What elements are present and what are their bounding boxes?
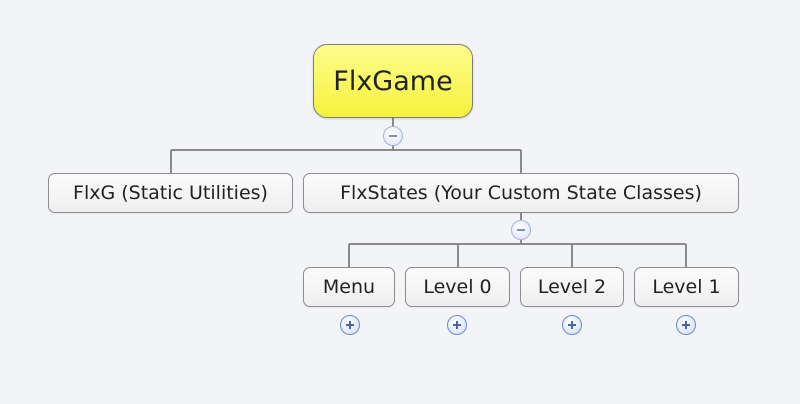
- node-menu-label: Menu: [322, 276, 376, 298]
- node-level-0[interactable]: Level 0: [405, 267, 510, 307]
- collapse-minus-icon[interactable]: [511, 220, 531, 240]
- node-level-2-label: Level 2: [537, 276, 607, 298]
- expand-plus-icon[interactable]: [340, 315, 360, 335]
- expand-plus-icon[interactable]: [676, 315, 696, 335]
- expand-plus-icon[interactable]: [447, 315, 467, 335]
- node-level-0-label: Level 0: [423, 276, 492, 298]
- node-flxg[interactable]: FlxG (Static Utilities): [48, 173, 293, 213]
- node-flxgame[interactable]: FlxGame: [313, 44, 473, 118]
- node-flxg-label: FlxG (Static Utilities): [73, 182, 268, 204]
- node-flxgame-label: FlxGame: [333, 65, 453, 97]
- node-level-1-label: Level 1: [652, 276, 721, 298]
- expand-plus-icon[interactable]: [562, 315, 582, 335]
- node-menu[interactable]: Menu: [303, 267, 395, 307]
- node-level-1[interactable]: Level 1: [634, 267, 739, 307]
- node-flxstates-label: FlxStates (Your Custom State Classes): [340, 182, 702, 204]
- collapse-minus-icon[interactable]: [383, 126, 403, 146]
- node-level-2[interactable]: Level 2: [520, 267, 624, 307]
- node-flxstates[interactable]: FlxStates (Your Custom State Classes): [303, 173, 739, 213]
